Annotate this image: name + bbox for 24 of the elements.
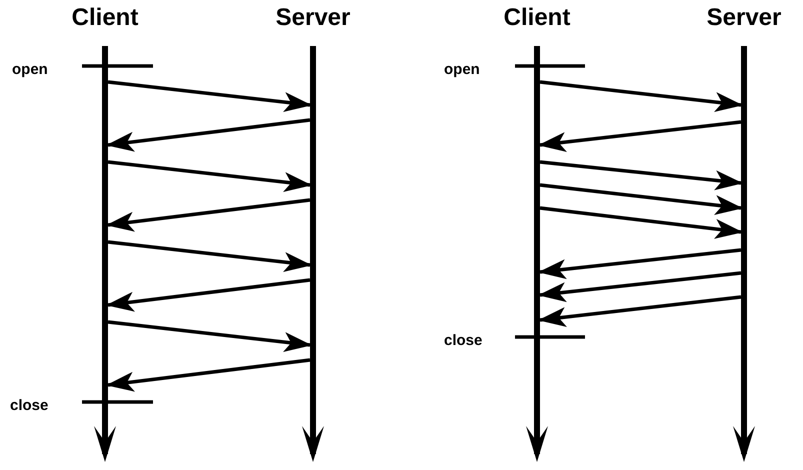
- message-arrow: [108, 320, 312, 352]
- message-arrow: [106, 118, 310, 152]
- time-label: open: [12, 61, 48, 79]
- lifeline-heading: Client: [70, 4, 140, 32]
- message-arrow: [106, 198, 310, 232]
- time-label: open: [444, 61, 480, 79]
- lifeline-heading: Client: [502, 4, 572, 32]
- message-arrow: [108, 80, 312, 112]
- lifeline-heading: Server: [706, 4, 782, 32]
- message-arrow: [108, 240, 312, 272]
- message-arrow: [540, 183, 743, 215]
- message-arrow: [106, 278, 310, 312]
- time-label: close: [10, 397, 48, 415]
- time-label: close: [444, 332, 482, 350]
- message-arrow: [538, 120, 742, 152]
- message-arrow: [106, 358, 310, 392]
- message-arrow: [540, 160, 743, 190]
- message-arrow: [538, 271, 742, 302]
- lifeline-heading: Server: [274, 4, 352, 32]
- message-arrow: [538, 295, 742, 327]
- message-arrow: [540, 80, 743, 112]
- message-arrow: [538, 248, 742, 280]
- message-arrow: [108, 160, 312, 192]
- message-arrow: [540, 206, 743, 239]
